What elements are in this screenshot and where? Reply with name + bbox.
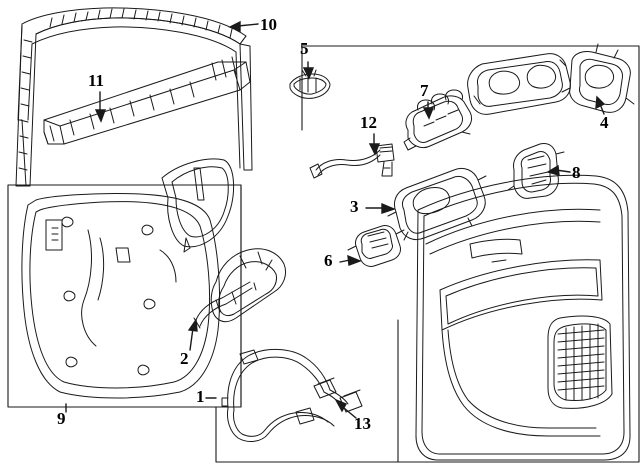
callout-2[interactable]: 2 xyxy=(180,349,189,368)
part-2-handle-bracket xyxy=(193,248,287,329)
callout-6[interactable]: 6 xyxy=(324,251,333,270)
part-7-window-switch xyxy=(403,89,473,151)
group-boxes xyxy=(7,45,640,463)
callout-7[interactable]: 7 xyxy=(420,81,429,100)
callout-12[interactable]: 12 xyxy=(360,113,377,132)
part-4-handle-bezel xyxy=(467,43,635,115)
part-6-lock-switch xyxy=(347,225,405,267)
part-9-door-module xyxy=(21,158,235,399)
callout-10[interactable]: 10 xyxy=(260,15,277,34)
part-3-pull-handle xyxy=(387,167,487,241)
callout-13[interactable]: 13 xyxy=(354,414,371,433)
part-5-trim-clip xyxy=(289,69,331,99)
callout-3[interactable]: 3 xyxy=(350,197,359,216)
callout-8[interactable]: 8 xyxy=(572,163,581,182)
part-12-lamp-connector xyxy=(309,143,395,179)
callout-11[interactable]: 11 xyxy=(88,71,105,90)
callout-9[interactable]: 9 xyxy=(57,409,66,428)
leader-lines xyxy=(65,20,606,419)
part-1-wiring-harness xyxy=(221,349,363,442)
callout-5[interactable]: 5 xyxy=(300,39,309,58)
door-trim-panel xyxy=(415,174,631,461)
callout-4[interactable]: 4 xyxy=(600,113,609,132)
part-10-window-frame xyxy=(15,7,253,187)
callout-1[interactable]: 1 xyxy=(196,387,205,406)
part-11-belt-weatherstrip xyxy=(43,56,251,145)
